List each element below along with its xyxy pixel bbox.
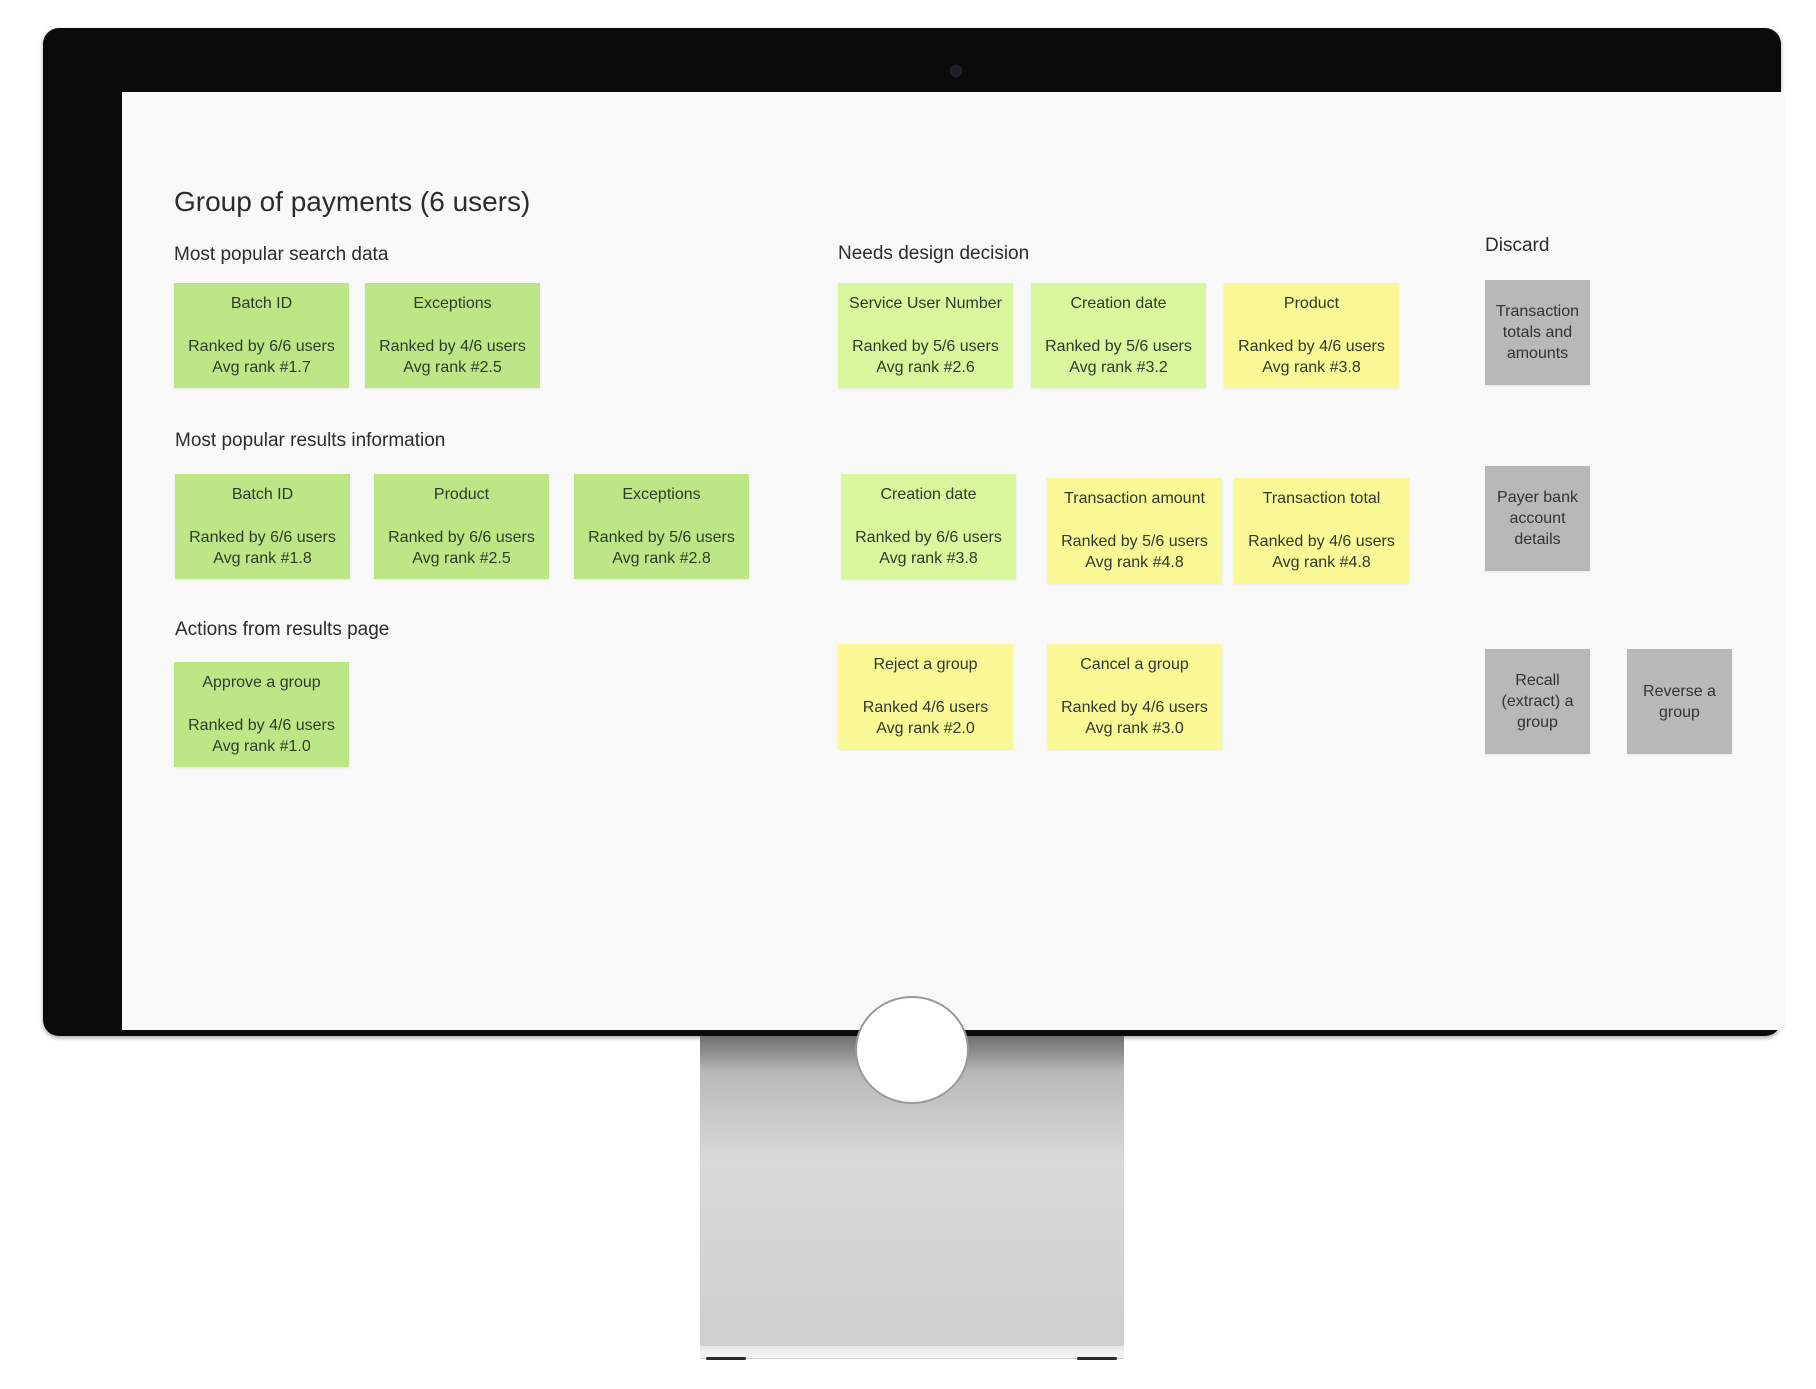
page-title: Group of payments (6 users)	[174, 186, 531, 217]
sticky-note[interactable]: Exceptions Ranked by 4/6 users Avg rank …	[365, 283, 540, 388]
note-ranked: Ranked by 4/6 users	[1238, 338, 1385, 355]
note-ranked: Ranked by 5/6 users	[1045, 338, 1192, 355]
note-ranked: Ranked by 6/6 users	[188, 338, 335, 355]
sticky-note[interactable]: Cancel a group Ranked by 4/6 users Avg r…	[1047, 644, 1222, 749]
note-title: Transaction amount	[1064, 490, 1205, 507]
note-ranked: Ranked by 4/6 users	[379, 338, 526, 355]
note-avg-rank: Avg rank #3.8	[1262, 359, 1361, 376]
note-ranked: Ranked by 4/6 users	[188, 717, 335, 734]
note-avg-rank: Avg rank #1.8	[213, 550, 312, 567]
note-avg-rank: Avg rank #3.8	[879, 550, 978, 567]
note-title: Creation date	[1070, 295, 1167, 312]
discard-note[interactable]: Transaction totals and amounts	[1485, 280, 1590, 385]
note-avg-rank: Avg rank #4.8	[1085, 554, 1184, 571]
stand-foot-pad	[1077, 1357, 1117, 1360]
section-title-actions: Actions from results page	[175, 619, 390, 640]
sticky-note[interactable]: Exceptions Ranked by 5/6 users Avg rank …	[574, 474, 749, 579]
note-label: Transaction totals and amounts	[1496, 303, 1579, 362]
section-title-search: Most popular search data	[174, 244, 389, 265]
note-title: Exceptions	[622, 486, 701, 503]
note-avg-rank: Avg rank #4.8	[1272, 554, 1371, 571]
note-title: Batch ID	[230, 295, 293, 312]
note-ranked: Ranked by 4/6 users	[1248, 533, 1395, 550]
note-ranked: Ranked by 6/6 users	[388, 529, 535, 546]
note-ranked: Ranked by 5/6 users	[588, 529, 735, 546]
note-title: Product	[1283, 295, 1340, 312]
note-title: Exceptions	[413, 295, 492, 312]
note-title: Cancel a group	[1080, 656, 1189, 673]
sticky-note[interactable]: Reject a group Ranked 4/6 users Avg rank…	[838, 644, 1013, 749]
monitor-stand	[700, 996, 1124, 1346]
note-ranked: Ranked by 6/6 users	[189, 529, 336, 546]
stand-foot-pad	[706, 1357, 746, 1360]
note-avg-rank: Avg rank #1.0	[212, 738, 311, 755]
note-title: Creation date	[880, 486, 977, 503]
note-label: Recall (extract) a group	[1501, 672, 1574, 731]
discard-note[interactable]: Payer bank account details	[1485, 466, 1590, 571]
note-ranked: Ranked by 5/6 users	[1061, 533, 1208, 550]
section-title-results: Most popular results information	[175, 430, 446, 451]
note-ranked: Ranked by 4/6 users	[1061, 699, 1208, 716]
note-title: Batch ID	[231, 486, 294, 503]
section-title-discard: Discard	[1485, 235, 1550, 256]
note-title: Service User Number	[849, 295, 1002, 312]
sticky-note[interactable]: Batch ID Ranked by 6/6 users Avg rank #1…	[175, 474, 350, 579]
note-ranked: Ranked by 6/6 users	[855, 529, 1002, 546]
note-title: Approve a group	[202, 674, 321, 691]
note-avg-rank: Avg rank #2.0	[876, 720, 975, 737]
note-ranked: Ranked 4/6 users	[862, 699, 989, 716]
sticky-note[interactable]: Creation date Ranked by 6/6 users Avg ra…	[841, 474, 1016, 579]
note-avg-rank: Avg rank #2.5	[412, 550, 511, 567]
sticky-note[interactable]: Service User Number Ranked by 5/6 users …	[838, 283, 1013, 388]
sticky-note[interactable]: Batch ID Ranked by 6/6 users Avg rank #1…	[174, 283, 349, 388]
note-ranked: Ranked by 5/6 users	[852, 338, 999, 355]
sticky-note[interactable]: Product Ranked by 4/6 users Avg rank #3.…	[1224, 283, 1399, 388]
whiteboard-screen: Group of payments (6 users) Most popular…	[122, 92, 1786, 1030]
note-avg-rank: Avg rank #2.6	[876, 359, 975, 376]
sticky-note[interactable]: Approve a group Ranked by 4/6 users Avg …	[174, 662, 349, 767]
stand-base	[700, 1346, 1124, 1359]
note-title: Transaction total	[1262, 490, 1381, 507]
note-avg-rank: Avg rank #2.5	[403, 359, 502, 376]
sticky-note[interactable]: Product Ranked by 6/6 users Avg rank #2.…	[374, 474, 549, 579]
discard-note[interactable]: Recall (extract) a group	[1485, 649, 1590, 754]
sticky-note[interactable]: Transaction amount Ranked by 5/6 users A…	[1047, 478, 1222, 583]
sticky-note[interactable]: Transaction total Ranked by 4/6 users Av…	[1234, 478, 1409, 583]
note-title: Product	[433, 486, 490, 503]
note-avg-rank: Avg rank #1.7	[212, 359, 311, 376]
note-title: Reject a group	[873, 656, 978, 673]
section-title-design-decision: Needs design decision	[838, 243, 1030, 264]
note-avg-rank: Avg rank #2.8	[612, 550, 711, 567]
stand-cutout	[855, 996, 969, 1104]
monitor-bezel: Group of payments (6 users) Most popular…	[43, 28, 1786, 1036]
note-label: Payer bank account details	[1497, 489, 1578, 548]
note-avg-rank: Avg rank #3.2	[1069, 359, 1168, 376]
note-label: Reverse a group	[1643, 682, 1716, 721]
note-avg-rank: Avg rank #3.0	[1085, 720, 1184, 737]
camera-icon	[950, 65, 962, 77]
sticky-note[interactable]: Creation date Ranked by 5/6 users Avg ra…	[1031, 283, 1206, 388]
discard-note[interactable]: Reverse a group	[1627, 649, 1732, 754]
